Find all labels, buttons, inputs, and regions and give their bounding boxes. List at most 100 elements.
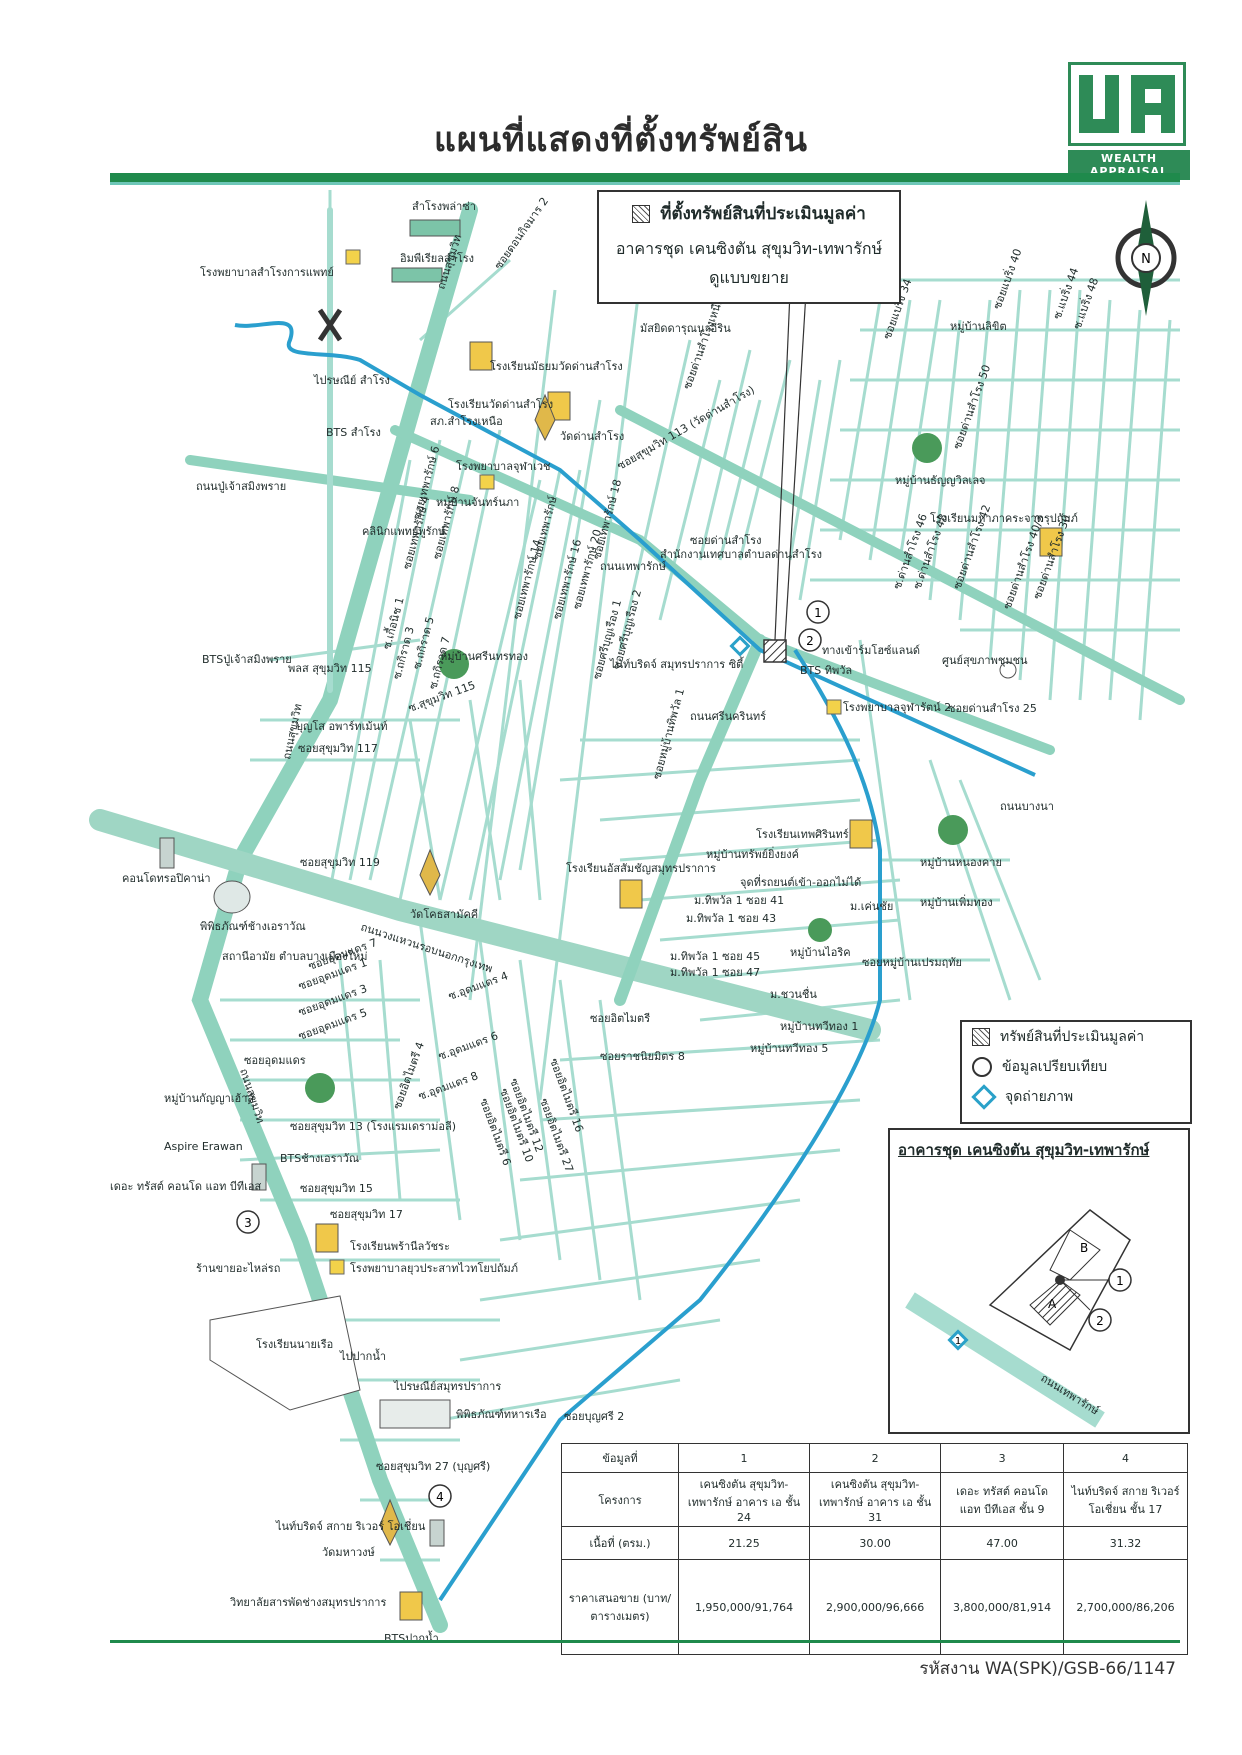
condo-icon xyxy=(429,1519,445,1547)
inset-map: อาคารชุด เคนซิงตัน สุขุมวิท-เทพารักษ์ ถน… xyxy=(888,1128,1190,1434)
legend-item-photo: จุดถ่ายภาพ xyxy=(962,1082,1190,1112)
label-soi-prem: ซอยหมู่บ้านเปรมฤทัย xyxy=(862,956,962,969)
naval-school-area xyxy=(209,1295,361,1411)
legend-label: จุดถ่ายภาพ xyxy=(1005,1089,1074,1105)
label-village-airik: หมู่บ้านไอริค xyxy=(790,946,851,959)
road-thepharak xyxy=(390,425,1055,755)
compass-icon: N xyxy=(1115,200,1177,316)
inset-building-b-label: B xyxy=(1080,1241,1088,1255)
table-cell: 47.00 xyxy=(940,1526,1065,1560)
condo-icon xyxy=(251,1163,267,1191)
comparable-1-marker xyxy=(806,600,830,624)
table-row-label: โครงการ xyxy=(561,1472,679,1527)
header-bar-accent xyxy=(110,182,1180,185)
temple-icon xyxy=(534,393,556,442)
map-labels: สำโรงพล่าซ่า อิมพีเรียลสำโรง โรงพยาบาลสำ… xyxy=(110,199,1078,1645)
table-row-label: ราคาเสนอขาย (บาท/ตารางเมตร) xyxy=(561,1559,679,1655)
label-soi-udom: ซอยอุดมแดร xyxy=(244,1054,306,1067)
label-hospital-chula: โรงพยาบาลจุฬาเวช xyxy=(456,459,551,473)
inset-title: อาคารชุด เคนซิงตัน สุขุมวิท-เทพารักษ์ xyxy=(898,1141,1150,1159)
road-ring xyxy=(89,809,881,1041)
label-village-nongkhai: หมู่บ้านหนองคาย xyxy=(920,856,1002,869)
property-callout-note: ดูแบบขยาย xyxy=(709,268,789,287)
label-municipal: สำนักงานเทศบาลตำบลด่านสำโรง xyxy=(660,547,822,561)
label-village-thawee5: หมู่บ้านทวีทอง 5 xyxy=(750,1042,828,1055)
label-soi-sukhumvit113: ซอยสุขุมวิท 113 (วัดด่านสำโรง) xyxy=(615,382,757,472)
label-school-mahaprakhun: โรงเรียนมหาภาคระจาดรุปถัมภ์ xyxy=(930,511,1078,525)
inset-building-a-label: A xyxy=(1048,1297,1057,1311)
label-police: สภ.สำโรงเหนือ xyxy=(430,414,503,428)
label-mosque: มัสยิดดารุณนาอีริน xyxy=(640,322,731,335)
temple-icon xyxy=(419,848,441,897)
photo-point-marker xyxy=(729,635,751,657)
table-header-row: ข้อมูลที่ 1 2 3 4 xyxy=(561,1443,1188,1473)
map-legend: ทรัพย์สินที่ประเมินมูลค่า ข้อมูลเปรียบเท… xyxy=(960,1020,1192,1124)
label-sukhumvit115: พลส สุขุมวิท 115 xyxy=(288,662,372,675)
comparable-markers: 1 2 3 4 xyxy=(236,600,830,1508)
table-header: 2 xyxy=(809,1443,942,1473)
comparable-3-marker xyxy=(236,1210,260,1234)
comparable-1-label: 1 xyxy=(814,606,822,620)
school-flag-icon xyxy=(849,819,873,849)
footer-bar xyxy=(110,1640,1180,1643)
table-cell: เคนซิงตัน สุขุมวิท-เทพารักษ์ อาคาร เอ ชั… xyxy=(809,1472,942,1527)
label-aspire: Aspire Erawan xyxy=(164,1140,243,1153)
table-cell: 30.00 xyxy=(809,1526,942,1560)
label-hospital-samrong: โรงพยาบาลสำโรงการแพทย์ xyxy=(200,265,334,279)
hospital-icon xyxy=(329,1259,345,1275)
tree-icon xyxy=(305,1073,335,1103)
label-village-likhit: หมู่บ้านลิขิต xyxy=(950,320,1007,333)
label-soi-thipp41: ม.ทิพวัล 1 ซอย 41 xyxy=(694,894,784,907)
label-soi-bunsri2: ซอยบุญศรี 2 xyxy=(564,1410,624,1423)
health-center-icon xyxy=(999,661,1017,679)
label-hospital-yuprasart: โรงพยาบาลยุวประสาทไวทโยปถัมภ์ xyxy=(350,1261,518,1275)
tree-icon xyxy=(808,918,832,942)
table-header: 1 xyxy=(677,1443,811,1473)
label-school-thepsarin: โรงเรียนเทพศิรินทร์ xyxy=(756,827,849,841)
hospital-icon xyxy=(479,474,495,490)
label-bts-pujao: BTSปู่เจ้าสมิงพราย xyxy=(202,653,292,666)
label-road-thepharak: ถนนเทพารักษ์ xyxy=(600,560,666,573)
inset-marker-2-label: 2 xyxy=(1096,1314,1104,1328)
property-callout: ที่ตั้งทรัพย์สินที่ประเมินมูลค่า อาคารชุ… xyxy=(597,190,901,304)
inset-photo-point xyxy=(947,1329,969,1351)
label-soi-thipp43: ม.ทิพวัล 1 ซอย 43 xyxy=(686,912,776,925)
comparable-2-marker xyxy=(798,628,822,652)
comparable-4-label: 4 xyxy=(436,1490,444,1504)
inset-marker-2 xyxy=(1088,1308,1112,1332)
label-naval-museum: พิพิธภัณฑ์ทหารเรือ xyxy=(456,1408,547,1421)
label-sukhumvit17: ซอยสุขุมวิท 17 xyxy=(330,1208,403,1221)
label-sukhumvit15: ซอยสุขุมวิท 15 xyxy=(300,1182,373,1195)
hatch-symbol xyxy=(972,1028,990,1046)
table-header: 3 xyxy=(940,1443,1065,1473)
table-cell: ไนท์บริดจ์ สกาย ริเวอร์ โอเชี่ยน ชั้น 17 xyxy=(1063,1472,1188,1527)
label-bts-thipawan: BTS ทิพวัล xyxy=(800,664,852,677)
label-soi-thipp47: ม.ทิพวัล 1 ซอย 47 xyxy=(670,966,760,979)
label-boonyo: บุญโส อพาร์ทเม้นท์ xyxy=(296,719,387,733)
inset-photo-label: 1 xyxy=(955,1336,961,1347)
label-village-thanya: หมู่บ้านธัญญวิลเลจ xyxy=(895,474,986,487)
canal xyxy=(234,321,1036,1602)
label-wat-khot: วัดโคธสามัคคี xyxy=(410,907,478,921)
label-village-kanya: หมู่บ้านกัญญาเฮ้าส์ xyxy=(164,1092,254,1105)
comparable-4-marker xyxy=(428,1484,452,1508)
label-property: ทางเข้าร์มโฮซ์แลนด์ xyxy=(822,643,920,657)
label-sukhumvit119: ซอยสุขุมวิท 119 xyxy=(300,856,380,869)
inset-marker-1 xyxy=(1108,1268,1132,1292)
table-cell: 31.32 xyxy=(1063,1526,1188,1560)
tree-icon xyxy=(912,433,942,463)
label-village-chanthap: หมู่บ้านจันทร์นภา xyxy=(436,496,519,509)
label-knightbridge-city: ไนท์บริดจ์ สมุทรปราการ ซิตี้ xyxy=(609,656,744,671)
label-condo-tropicana: คอนโดทรอปิคาน่า xyxy=(122,871,211,885)
label-village-srithong: หมู่บ้านศรีนทรทอง xyxy=(440,650,528,663)
comparable-3-label: 3 xyxy=(244,1216,252,1230)
table-row: ราคาเสนอขาย (บาท/ตารางเมตร) 1,950,000/91… xyxy=(561,1559,1188,1655)
table-cell: เดอะ ทรัสต์ คอนโด แอท บีทีเอส ชั้น 9 xyxy=(940,1472,1065,1527)
museum-building-icon xyxy=(379,1399,451,1429)
inset-road xyxy=(905,1292,1105,1428)
table-cell: 1,950,000/91,764 xyxy=(677,1559,811,1655)
table-cell: 21.25 xyxy=(677,1526,811,1560)
label-soi-ratch8: ซอยราชนิยมิตร 8 xyxy=(600,1050,685,1063)
table-row: เนื้อที่ (ตรม.) 21.25 30.00 47.00 31.32 xyxy=(561,1526,1188,1560)
